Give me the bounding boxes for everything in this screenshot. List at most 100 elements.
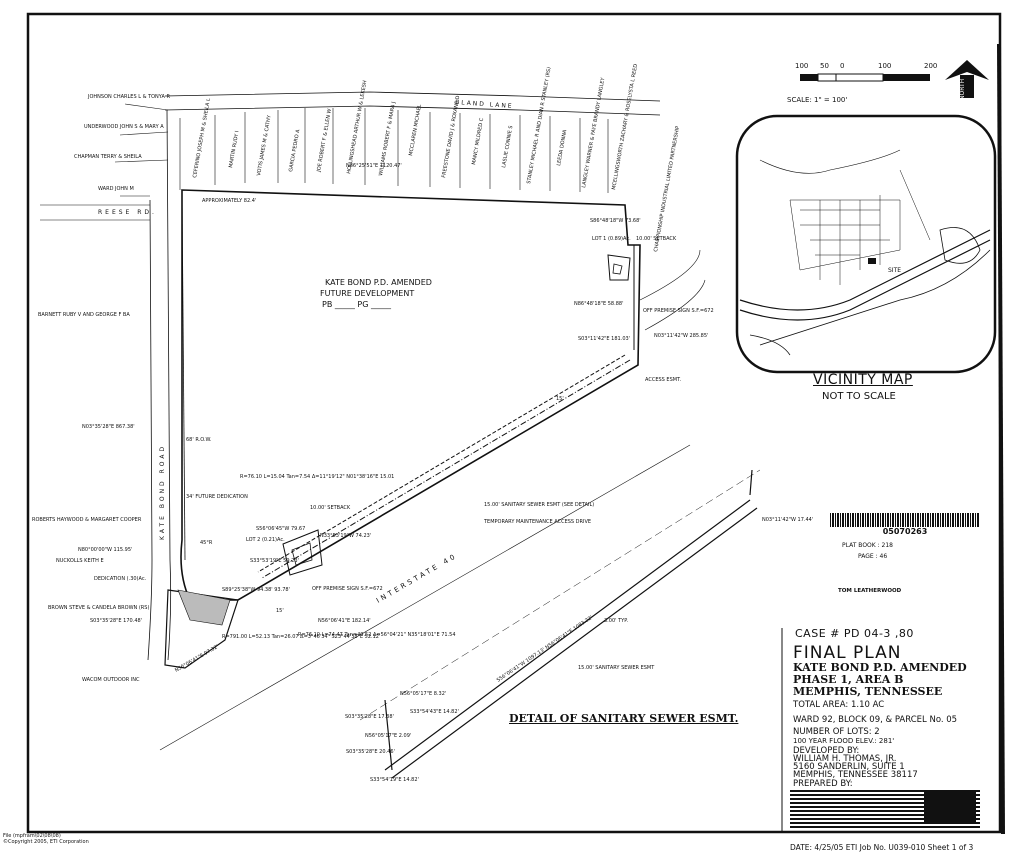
owner-label: JOE ROBERT F & ELLEN W <box>316 108 333 173</box>
developer-name: WILLIAM H. THOMAS, JR. <box>793 754 897 764</box>
barcode <box>830 513 980 527</box>
copyright: File (mpfram\02\08\08) ©Copyright 2005, … <box>3 833 89 845</box>
bearing-n03-detail: N03°11'42"W 17.44' <box>762 517 813 523</box>
curve3: R=76.10 L=74.47 Tan=40.52 Δ=56°04'21" N3… <box>298 632 456 638</box>
center-label-2: FUTURE DEVELOPMENT <box>320 289 414 298</box>
owner-label: LANGLEY WARNER & FAYE BRANDY LANGLEY <box>581 76 606 188</box>
north-label: NORTH <box>959 79 966 100</box>
flood-elevation: 100 YEAR FLOOD ELEV.: 281' <box>793 737 895 745</box>
angle45: 45°R <box>200 540 213 546</box>
b-n56-sw: N56°06'41"E 97.32' <box>174 644 220 674</box>
recording-stamp: 05070263 PLAT BOOK : 218 PAGE : 46 TOM L… <box>830 513 980 605</box>
curve1: R=76.10 L=15.04 Tan=7.54 Δ=11°19'12" N01… <box>240 474 394 480</box>
owner-label: FREESTONE DAVID J & ROXANE D <box>441 95 461 178</box>
d-n56b: N56°05'17"E 2.09' <box>365 733 411 739</box>
interstate-label: INTERSTATE 40 <box>375 552 459 605</box>
setback1: 10.00' SETBACK <box>636 236 677 242</box>
north-arrow-icon: NORTH <box>945 60 989 100</box>
project-phase: PHASE 1, AREA B <box>793 673 904 686</box>
west-lot-lines <box>114 103 169 197</box>
bearing-s86-lot1: S86°48'18"W 73.68' <box>590 218 641 224</box>
plan-title: FINAL PLAN <box>793 643 902 663</box>
reese-road-label: REESE RD. <box>98 209 157 216</box>
row-label: 68' R.O.W. <box>186 437 212 443</box>
interstate-edge-2 <box>359 469 761 721</box>
dim15a: 15' <box>556 396 564 402</box>
vicinity-map-title: VICINITY MAP <box>813 372 913 388</box>
b-n80: N80°00'00"W 115.95' <box>78 547 132 553</box>
owner-underwood: UNDERWOOD JOHN S & MARY A <box>84 124 164 130</box>
site-label: SITE <box>888 267 901 274</box>
owner-label: LASLIE CONNIE S <box>501 125 514 168</box>
kate-bond-road-label: KATE BOND ROAD <box>159 444 166 540</box>
owner-wacom: WACOM OUTDOOR INC <box>82 677 140 683</box>
sewer-easement <box>257 245 635 579</box>
lot1-label: LOT 1 (0.89)Ac. <box>592 236 631 242</box>
case-number: CASE # PD 04-3 ,80 <box>795 627 914 640</box>
north-lots <box>179 108 609 193</box>
scale-label: SCALE: 1" = 100' <box>787 96 847 104</box>
vicinity-map: SITE <box>735 114 997 374</box>
bland-lane-label: BLAND LANE <box>455 99 514 110</box>
register-name: TOM LEATHERWOOD <box>838 588 902 594</box>
north-lot-owner-labels: CEFERINO JOSEPH M & SHEILA L MARTIN RUDY… <box>192 63 639 190</box>
bearing-n03-east: N03°11'42"W 285.85' <box>654 333 708 339</box>
b-n56: N56°06'41"E 182.14' <box>318 618 371 624</box>
file-path: File (mpfram\02\08\08) <box>3 833 61 839</box>
lot2-label: LOT 2 (0.21)Ac. <box>246 537 285 543</box>
scale-bar: 100 50 0 100 200 SCALE: 1" = 100' <box>787 62 937 104</box>
owner-label: MCCLAREN MICHAEL <box>408 104 423 156</box>
developer-address-1: 5160 SANDERLIN, SUITE 1 <box>793 762 905 772</box>
sewer-esmt-label: 15.00' SANITARY SEWER ESMT (SEE DETAIL) <box>484 502 594 508</box>
lot1-sign <box>607 254 631 281</box>
owner-label: MCELLINGSWORTH ZACHARY & ROSELYSTA L REE… <box>611 63 639 190</box>
b-s33: S33°53'19"E 59.23' <box>250 558 299 564</box>
curve2: R=791.00 L=52.13 Tan=26.07 Δ=3°46'34" S2… <box>222 634 380 640</box>
reese-road <box>40 204 150 221</box>
developed-by-label: DEVELOPED BY: <box>793 746 860 756</box>
scale-tick: 200 <box>924 62 937 70</box>
detail-title: DETAIL OF SANITARY SEWER ESMT. <box>509 712 739 725</box>
center-label-3: PB _____ PG _____ <box>322 300 392 309</box>
eti-logo <box>790 790 980 828</box>
b-s56: S56°06'45"W 79.67 <box>256 526 305 532</box>
scale-tick: 50 <box>820 62 829 70</box>
kate-bond-road <box>147 109 186 661</box>
sewer-dim: 3.00' TYP. <box>604 618 628 624</box>
dim15b: 15' <box>276 608 284 614</box>
owner-nuckolls: NUCKOLLS KEITH E <box>56 558 104 564</box>
owner-barnett: BARNETT RUBY V AND GEORGE F BA <box>38 312 130 318</box>
developer-address-2: MEMPHIS, TENNESSEE 38117 <box>793 770 918 780</box>
bearing-n03-west: N03°35'28"E 867.38' <box>82 424 135 430</box>
b-n33: N33°53'19"W 74.23' <box>320 533 371 539</box>
lot2-sign <box>282 529 323 576</box>
owner-label: LEEDA DONNA <box>556 129 568 167</box>
project-city: MEMPHIS, TENNESSEE <box>793 685 943 698</box>
project-block: KATE BOND P.D. AMENDED PHASE 1, AREA B M… <box>793 662 967 698</box>
bearing-s03-lot1: S03°11'42"E 181.03' <box>578 336 630 342</box>
total-area: TOTAL AREA: 1.10 AC <box>793 700 885 710</box>
vicinity-map-subtitle: NOT TO SCALE <box>822 391 896 402</box>
owner-label: GARCIA PEDRO A <box>288 128 301 172</box>
owner-brown: BROWN STEVE & CANDELA BROWN (RS) <box>48 605 149 611</box>
center-label-1: KATE BOND P.D. AMENDED <box>325 278 432 287</box>
owner-label: MANCY MILDRED C <box>471 117 485 165</box>
b-s03-sw: S03°35'28"E 170.48' <box>90 618 142 624</box>
d-s03a: S03°35'28"E 17.38' <box>345 714 394 720</box>
bland-lane: BLAND LANE <box>164 91 661 116</box>
project-name: KATE BOND P.D. AMENDED <box>793 661 967 674</box>
d-long: S56°06'41"W 1097.13' N56°06'41"E 1083.22… <box>496 615 594 684</box>
dedication-area <box>164 589 239 669</box>
future-dedication: 34' FUTURE DEDICATION <box>186 494 248 500</box>
approx-label: APPROXIMATELY 82.4' <box>202 198 256 204</box>
interstate-edge <box>159 444 691 751</box>
owner-roberts: ROBERTS HAYWOOD & MARGARET COOPER <box>32 517 142 523</box>
off-premise-1: OFF PREMISE SIGN S.F.=672 <box>643 308 714 314</box>
dedication-label: DEDICATION (.30)Ac. <box>94 576 147 582</box>
copyright-text: ©Copyright 2005, ETI Corporation <box>3 839 89 845</box>
owner-label: VOTIS JAMES M & CATHY <box>256 114 273 176</box>
scale-tick: 0 <box>840 62 844 70</box>
owner-chapman: CHAPMAN TERRY & SHEILA <box>74 154 142 160</box>
owner-label: STANLEY MICHAEL R AND DIAN R STANLEY (RS… <box>526 67 552 185</box>
number-of-lots: NUMBER OF LOTS: 2 <box>793 727 880 737</box>
